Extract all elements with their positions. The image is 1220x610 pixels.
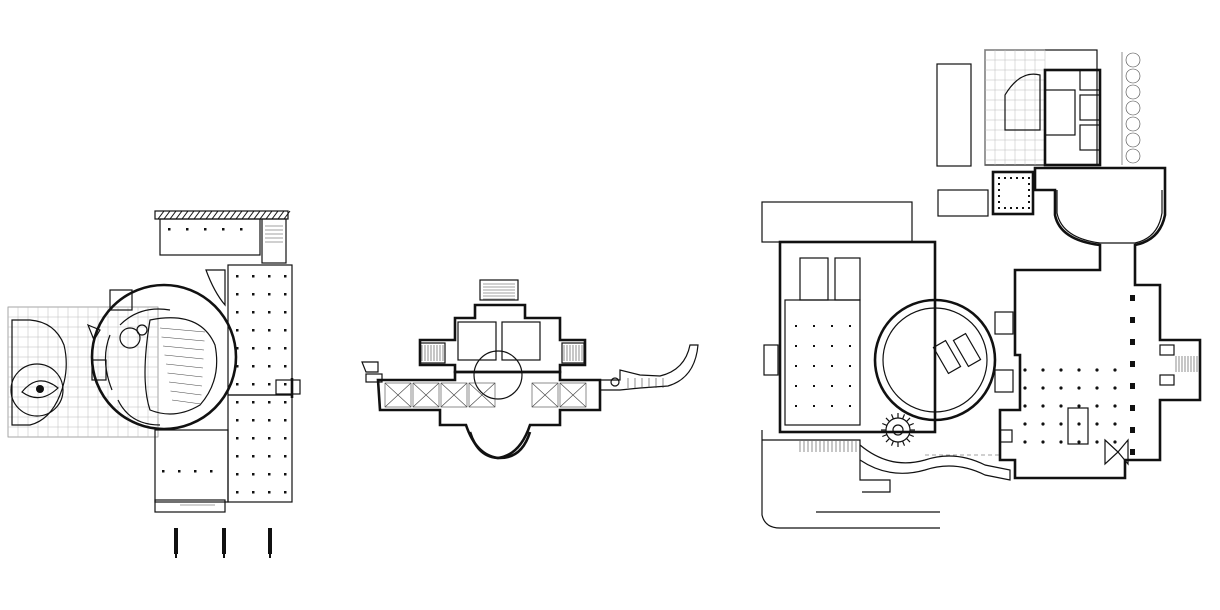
- top-annex: [936, 63, 972, 167]
- curved-terrace: [859, 444, 1011, 481]
- rear-apse: [468, 431, 532, 460]
- east-wing-south: [227, 394, 293, 503]
- plan-center: [361, 279, 699, 460]
- freeform-pavilion: [11, 319, 67, 426]
- eye-shape: [21, 380, 59, 399]
- auditorium-seating: [144, 317, 218, 415]
- lower-wings: [376, 370, 602, 460]
- east-gallery: [600, 344, 699, 391]
- round-pavilion: [10, 363, 64, 417]
- north-stair: [479, 279, 519, 301]
- apsidal-hall: [998, 166, 1202, 480]
- auditorium-drum: [90, 283, 238, 431]
- central-oval: [473, 350, 523, 400]
- cloister: [991, 170, 1035, 216]
- west-wing: [361, 361, 379, 373]
- south-block: [154, 429, 229, 503]
- plan-right: [761, 49, 1202, 529]
- top-block: [159, 218, 261, 256]
- plan-left: [7, 210, 301, 558]
- west-building: [761, 201, 913, 243]
- sunburst-ornament: [881, 413, 915, 447]
- top-hatched-wall: [154, 210, 291, 220]
- plaza-grid: [7, 306, 159, 438]
- rotunda: [873, 298, 997, 422]
